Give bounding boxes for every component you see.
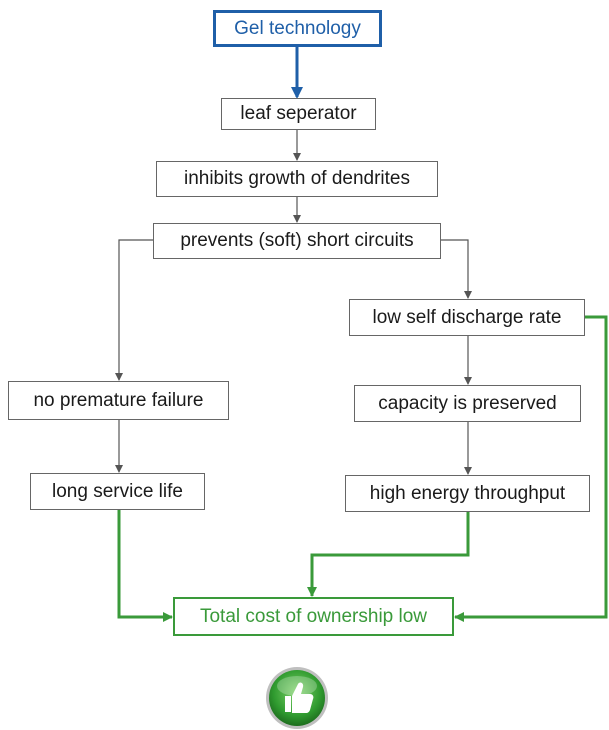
thumbs-up-icon <box>266 667 328 729</box>
node-inhibits-growth: inhibits growth of dendrites <box>156 161 438 197</box>
node-prevents-short-circuits: prevents (soft) short circuits <box>153 223 441 259</box>
node-total-cost-low: Total cost of ownership low <box>173 597 454 636</box>
node-capacity-preserved: capacity is preserved <box>354 385 581 422</box>
arrow-throughput-to-total-cost <box>307 512 470 597</box>
arrow-discharge-to-total-cost <box>454 315 608 622</box>
arrow-prevents-to-no-premature <box>115 239 153 381</box>
node-no-premature-failure: no premature failure <box>8 381 229 420</box>
node-leaf-separator: leaf seperator <box>221 98 376 130</box>
node-gel-technology: Gel technology <box>213 10 382 47</box>
node-long-service-life: long service life <box>30 473 205 510</box>
node-low-self-discharge: low self discharge rate <box>349 299 585 336</box>
arrow-prevents-to-low-discharge <box>441 239 472 299</box>
node-high-energy-throughput: high energy throughput <box>345 475 590 512</box>
arrow-service-life-to-total-cost <box>117 510 173 622</box>
